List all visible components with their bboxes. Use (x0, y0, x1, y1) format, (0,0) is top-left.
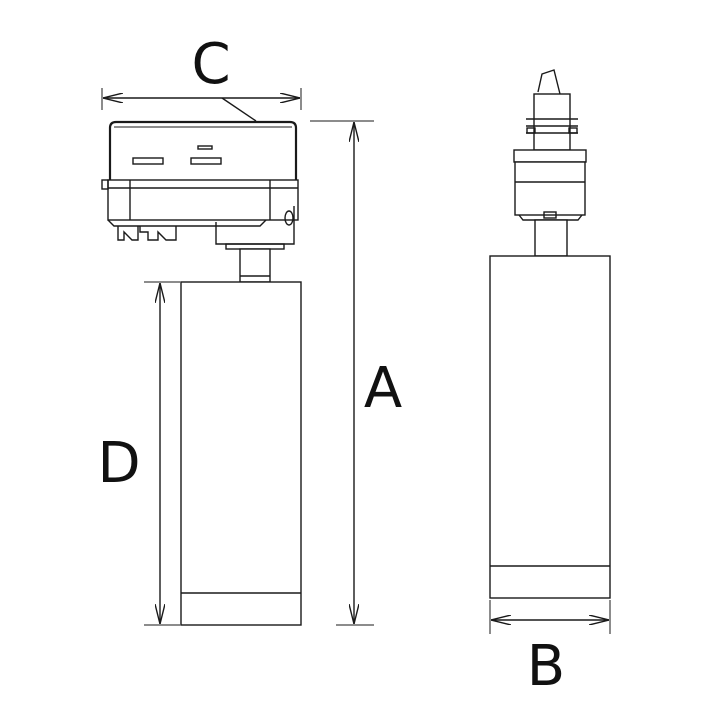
lamp-body-front (489, 255, 611, 599)
dimension-c-label: C (191, 32, 230, 97)
dimension-a-label: A (364, 356, 402, 421)
dimension-c: C (101, 32, 302, 110)
lamp-body-side (180, 281, 302, 626)
connector-top (526, 69, 578, 151)
side-view: C A D (97, 32, 402, 626)
stem (239, 248, 271, 283)
adapter-housing (101, 97, 299, 250)
adapter-block-front (513, 149, 587, 221)
dimension-d: D (97, 281, 180, 626)
dimension-b: B (489, 600, 611, 699)
dimension-d-label: D (97, 431, 140, 496)
front-view: B (489, 69, 611, 699)
stem-front (534, 219, 568, 257)
dimension-b-label: B (527, 634, 565, 699)
dimension-a: A (310, 120, 402, 626)
